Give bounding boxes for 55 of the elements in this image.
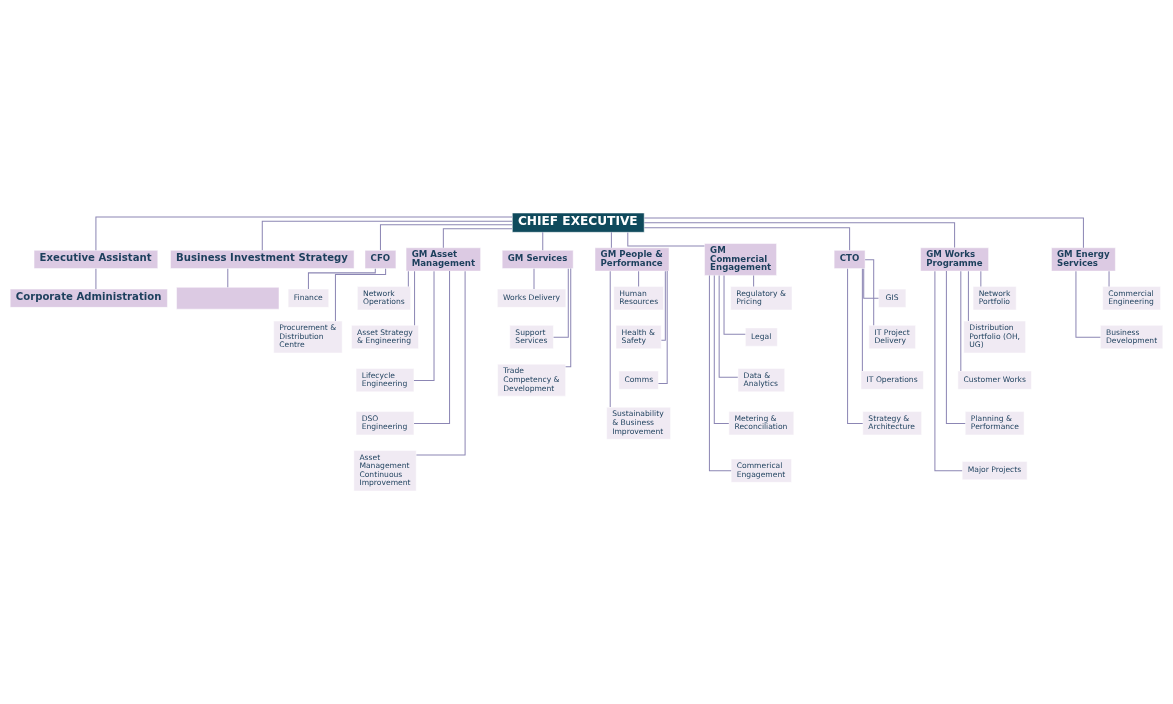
connector <box>1075 270 1101 338</box>
connector <box>863 268 879 299</box>
connector <box>553 268 569 338</box>
connector <box>95 268 97 290</box>
node-box: GM Services <box>501 250 574 269</box>
connector <box>627 231 705 247</box>
connector <box>713 274 730 424</box>
connector <box>610 231 612 249</box>
connector <box>227 268 229 288</box>
connector <box>413 270 451 424</box>
node-box: GM Works Programme <box>920 247 989 272</box>
node-box: Business Investment Strategy <box>170 250 355 269</box>
connector <box>413 270 435 381</box>
node-box: GM Commercial Engagement <box>704 243 777 276</box>
connector <box>967 270 969 322</box>
connector <box>609 270 611 408</box>
connector <box>708 275 732 472</box>
connector <box>638 270 640 287</box>
connector <box>334 268 387 322</box>
connector <box>1108 270 1110 287</box>
connector <box>934 270 963 472</box>
connector <box>643 227 851 251</box>
connector <box>718 275 739 378</box>
node-box: GM Energy Services <box>1051 247 1116 272</box>
node-box: Corporate Administration <box>9 288 168 308</box>
node-box <box>176 287 280 310</box>
connector <box>753 274 755 287</box>
connector <box>723 274 746 335</box>
connector <box>542 231 544 251</box>
node-box: CFO <box>364 250 397 269</box>
connector <box>980 270 982 287</box>
connector <box>95 216 513 251</box>
connector <box>261 220 513 251</box>
connector <box>407 270 409 287</box>
node-box: GM People & Performance <box>594 247 670 272</box>
node-box: Executive Assistant <box>33 250 159 269</box>
connector <box>415 270 466 456</box>
connector <box>657 270 668 384</box>
connector <box>660 270 666 341</box>
connector <box>643 217 1084 249</box>
connector <box>533 268 535 290</box>
node-box: CHIEF EXECUTIVE <box>512 212 645 233</box>
node-box: CTO <box>833 250 866 269</box>
connector <box>442 228 513 249</box>
connector <box>847 268 864 424</box>
connector <box>864 259 875 326</box>
connector <box>414 270 416 326</box>
node-box: GM Asset Management <box>405 247 481 272</box>
connector <box>307 268 376 290</box>
connector <box>960 270 962 372</box>
connector <box>861 268 863 372</box>
connector <box>643 222 956 249</box>
connector <box>379 224 513 251</box>
connector <box>945 270 966 424</box>
connector <box>565 268 572 368</box>
